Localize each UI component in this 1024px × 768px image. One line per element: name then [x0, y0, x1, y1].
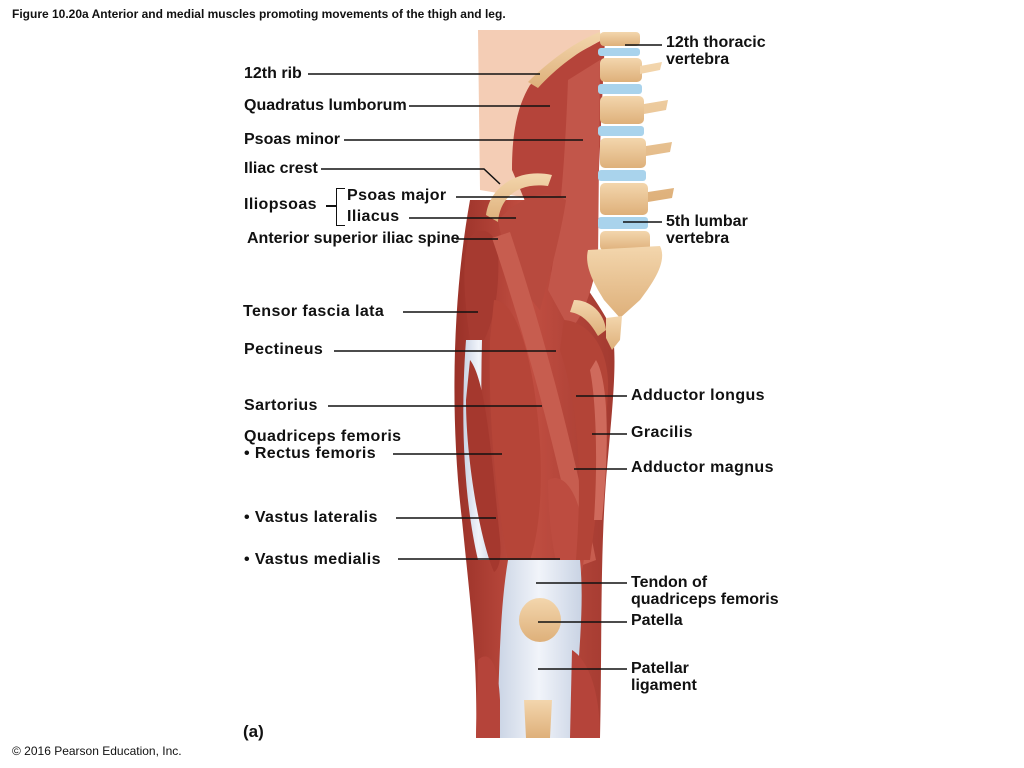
- figure-title: Figure 10.20a Anterior and medial muscle…: [12, 7, 506, 21]
- label-anterior-superior-iliac-spine: Anterior superior iliac spine: [247, 230, 460, 247]
- panel-label: (a): [243, 722, 264, 741]
- gracilis-shape: [590, 360, 607, 520]
- label-iliac-crest: Iliac crest: [244, 160, 318, 177]
- coccyx-shape: [606, 316, 622, 350]
- iliopsoas-dash: [326, 205, 336, 207]
- leader-lines: [308, 44, 662, 670]
- iliacus-shape: [498, 194, 566, 310]
- label-iliopsoas: Iliopsoas: [244, 196, 317, 213]
- label-pectineus: Pectineus: [244, 341, 324, 358]
- iliopsoas-bracket: [336, 188, 345, 226]
- label-psoas-major: Psoas major: [347, 187, 447, 204]
- label-12th-thoracic-vertebra-line1: 12th thoracic: [666, 34, 766, 51]
- quadriceps-tendon-shape: [496, 560, 582, 738]
- label-iliacus: Iliacus: [347, 208, 400, 225]
- label-adductor-magnus: Adductor magnus: [631, 459, 774, 476]
- vastus-lateralis-shape: [466, 360, 501, 572]
- label-gracilis: Gracilis: [631, 424, 693, 441]
- label-rectus-femoris: • Rectus femoris: [244, 445, 377, 462]
- spine-shape: [598, 32, 674, 251]
- label-tendon-of-quadriceps-line2: quadriceps femoris: [631, 591, 779, 608]
- label-adductor-longus: Adductor longus: [631, 387, 765, 404]
- label-5th-lumbar-vertebra-line1: 5th lumbar: [666, 213, 748, 230]
- rib-shape: [528, 32, 602, 88]
- label-tendon-of-quadriceps-line1: Tendon of: [631, 574, 708, 591]
- psoas-shape: [548, 60, 600, 330]
- label-quadratus-lumborum: Quadratus lumborum: [244, 97, 407, 114]
- label-psoas-minor: Psoas minor: [244, 131, 341, 148]
- label-patellar-ligament-line2: ligament: [631, 677, 697, 694]
- label-tensor-fascia-lata: Tensor fascia lata: [243, 303, 385, 320]
- label-vastus-lateralis: • Vastus lateralis: [244, 509, 378, 526]
- label-5th-lumbar-vertebra-line2: vertebra: [666, 230, 730, 247]
- leg-lower-muscle-shape: [476, 656, 500, 738]
- iliac-crest-shape: [486, 173, 552, 222]
- label-patella: Patella: [631, 612, 683, 629]
- label-quadriceps-femoris: Quadriceps femoris: [244, 428, 402, 445]
- leg-lower-muscle-shape-2: [570, 650, 600, 738]
- label-vastus-medialis: • Vastus medialis: [244, 551, 381, 568]
- tibia-shape: [524, 700, 552, 738]
- label-sartorius: Sartorius: [244, 397, 318, 414]
- label-12th-thoracic-vertebra-line2: vertebra: [666, 51, 730, 68]
- rectus-femoris-shape: [489, 300, 541, 560]
- pubic-shape: [570, 300, 606, 336]
- copyright-notice: © 2016 Pearson Education, Inc.: [12, 744, 182, 758]
- sacrum-shape: [587, 246, 663, 318]
- patella-shape: [519, 598, 561, 642]
- label-patellar-ligament-line1: Patellar: [631, 660, 689, 677]
- sartorius-shape: [492, 232, 596, 566]
- label-12th-rib: 12th rib: [244, 65, 302, 82]
